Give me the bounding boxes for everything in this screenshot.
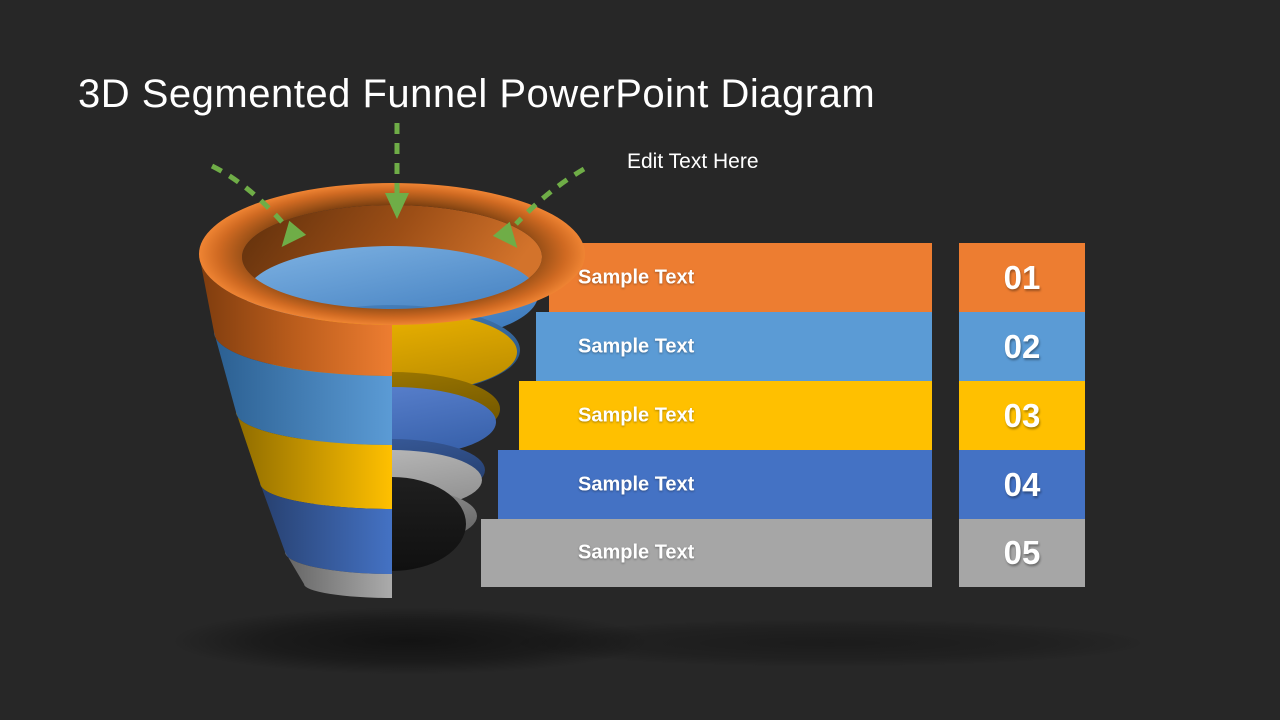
input-arrows xyxy=(210,123,586,226)
edit-text-annotation: Edit Text Here xyxy=(627,150,759,173)
bar-label: Sample Text xyxy=(578,335,695,357)
number-badge-05: 05 xyxy=(959,519,1085,587)
number-badge-02: 02 xyxy=(959,312,1085,381)
arrowhead-left-icon xyxy=(281,220,307,247)
funnel-bar-row-03: Sample Text xyxy=(519,381,932,450)
slide-title: 3D Segmented Funnel PowerPoint Diagram xyxy=(78,71,876,116)
funnel-3d-diagram xyxy=(199,123,586,598)
arrow-right-icon xyxy=(514,166,586,226)
arrow-left-icon xyxy=(210,163,284,224)
bar-label: Sample Text xyxy=(578,404,695,426)
input-arrowheads xyxy=(281,193,518,248)
funnel-band-blue xyxy=(214,332,392,445)
arrowhead-center-icon xyxy=(385,193,409,219)
arrowhead-right-icon xyxy=(492,221,518,248)
funnel-band-yellow xyxy=(236,412,392,509)
bar-label: Sample Text xyxy=(578,266,695,288)
funnel-band-orange xyxy=(199,254,392,376)
badge-number: 01 xyxy=(1003,258,1041,296)
funnel-band-gray xyxy=(285,552,392,598)
badge-number: 03 xyxy=(1003,396,1041,434)
bar-label: Sample Text xyxy=(578,541,695,564)
funnel-bar-row-01: Sample Text xyxy=(549,243,932,312)
bar-label: Sample Text xyxy=(578,473,695,495)
funnel-band-darkblue xyxy=(260,483,392,574)
number-badge-04: 04 xyxy=(959,450,1085,519)
number-badge-01: 01 xyxy=(959,243,1085,312)
funnel-bar-row-04: Sample Text xyxy=(498,450,932,519)
funnel-bar-row-05: Sample Text xyxy=(481,519,932,587)
number-badge-03: 03 xyxy=(959,381,1085,450)
badge-number: 05 xyxy=(1003,534,1041,571)
badge-number: 04 xyxy=(1003,465,1041,503)
funnel-bar-row-02: Sample Text xyxy=(536,312,932,381)
badge-number: 02 xyxy=(1003,327,1041,365)
